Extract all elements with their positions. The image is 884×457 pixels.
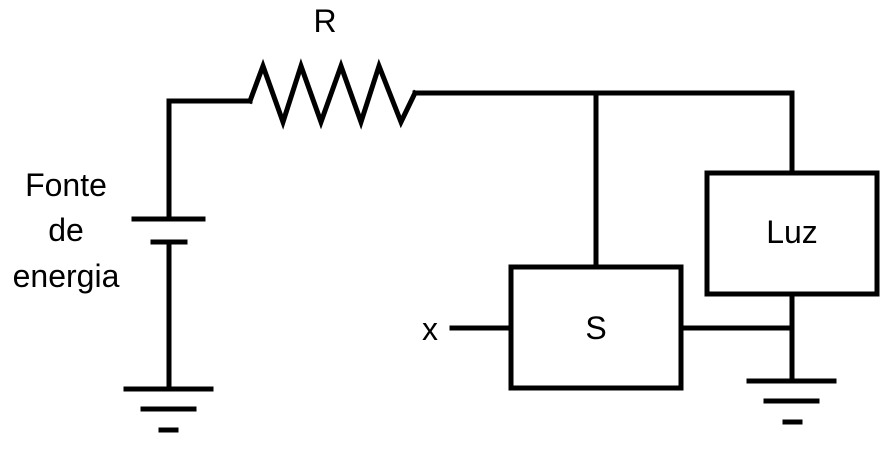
light-box — [704, 170, 880, 297]
source-label-line-3: energia — [13, 258, 120, 294]
light-label: Luz — [766, 214, 818, 250]
source-label-line-2: de — [48, 212, 84, 248]
input-label: x — [422, 311, 438, 347]
resistor-zigzag — [246, 58, 419, 130]
wire-left-top — [166, 98, 253, 222]
ground-left-icon — [123, 386, 214, 433]
resistor-label: R — [313, 3, 336, 39]
source-label-line-1: Fonte — [25, 167, 107, 203]
ground-right-icon — [746, 378, 837, 425]
switch-label: S — [585, 310, 606, 346]
